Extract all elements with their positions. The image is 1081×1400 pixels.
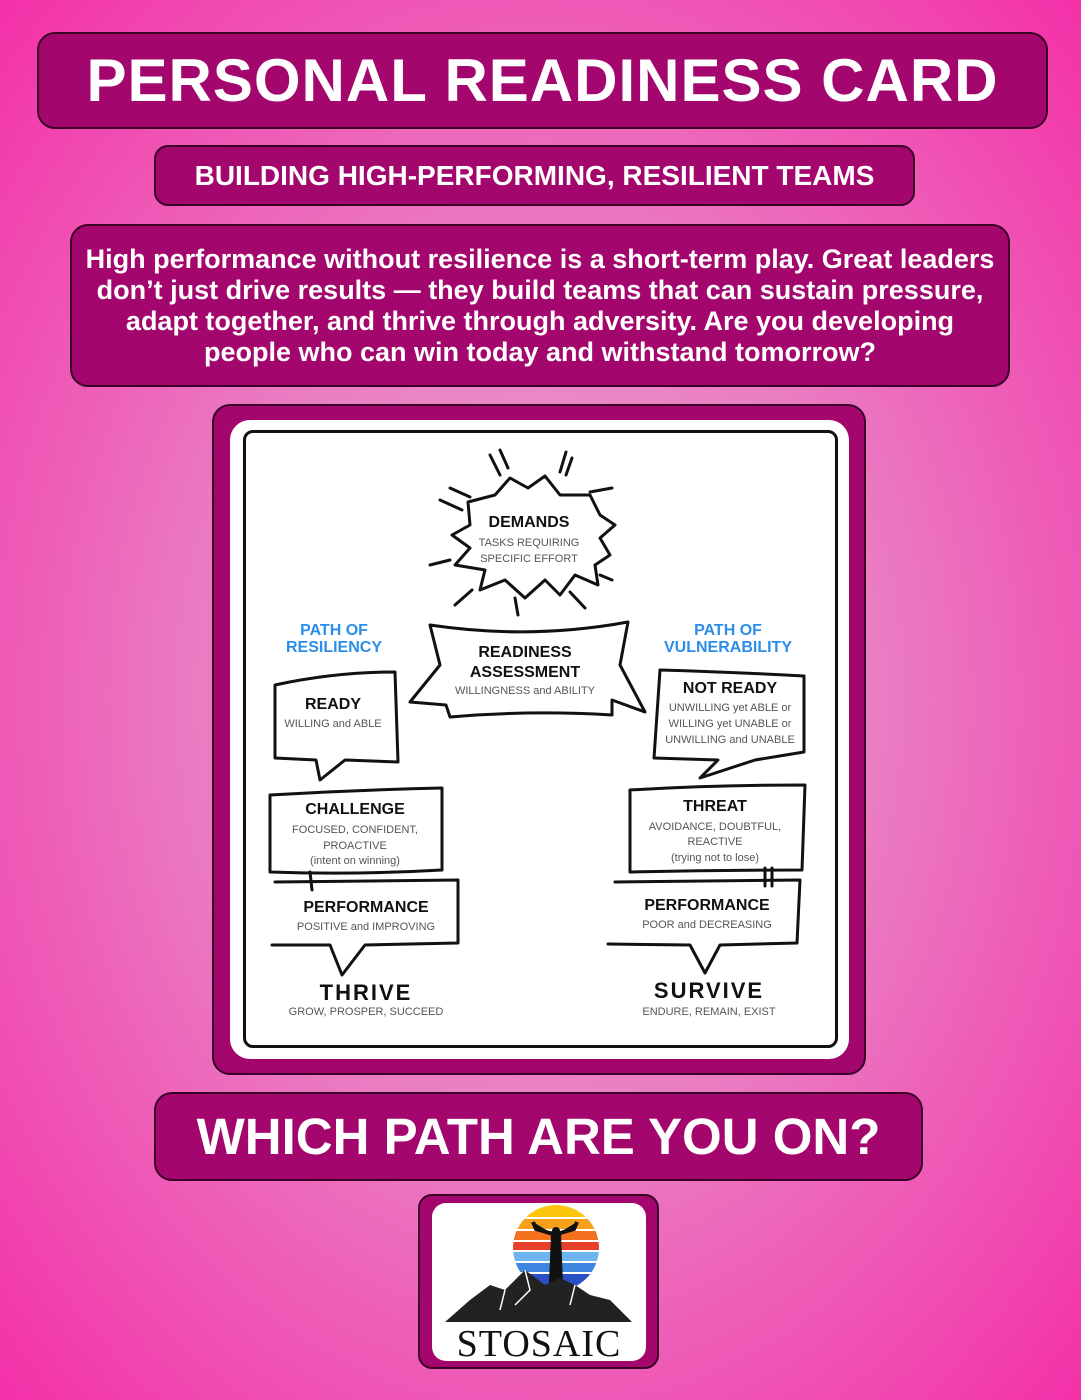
challenge-line: FOCUSED, CONFIDENT, xyxy=(292,824,418,836)
demands-starburst xyxy=(450,474,617,600)
demands-line: TASKS REQUIRING xyxy=(478,537,580,549)
survive-title: SURVIVE xyxy=(653,978,765,1003)
assessment-title-1: READINESS xyxy=(478,644,572,661)
resiliency-label-2: RESILIENCY xyxy=(285,639,383,656)
challenge-title: CHALLENGE xyxy=(305,801,405,818)
vulnerability-label-1: PATH OF xyxy=(694,622,762,639)
performance-right-sub: POOR and DECREASING xyxy=(642,919,772,931)
not-ready-line: UNWILLING and UNABLE xyxy=(665,734,795,746)
performance-right-title: PERFORMANCE xyxy=(644,897,770,914)
vulnerability-label-2: VULNERABILITY xyxy=(664,639,792,656)
assessment-title-2: ASSESSMENT xyxy=(469,664,581,681)
threat-line: REACTIVE xyxy=(687,836,743,848)
performance-left-title: PERFORMANCE xyxy=(303,899,429,916)
ready-title: READY xyxy=(304,696,362,713)
logo-wordmark: STOSAIC xyxy=(456,1323,622,1365)
page-title: PERSONAL READINESS CARD xyxy=(37,32,1048,129)
intro-paragraph: High performance without resilience is a… xyxy=(70,224,1010,387)
assessment-sub: WILLINGNESS and ABILITY xyxy=(454,685,596,697)
diagram-border xyxy=(243,430,838,1048)
starburst-rays xyxy=(428,448,614,617)
demands-title: DEMANDS xyxy=(488,514,570,531)
challenge-box xyxy=(268,786,444,875)
not-ready-title: NOT READY xyxy=(682,680,778,697)
thrive-title: THRIVE xyxy=(319,980,413,1005)
threat-line: AVOIDANCE, DOUBTFUL, xyxy=(648,821,782,833)
threat-line: (trying not to lose) xyxy=(670,852,760,864)
threat-title: THREAT xyxy=(683,798,747,815)
challenge-line: (intent on winning) xyxy=(310,855,400,867)
demands-line: SPECIFIC EFFORT xyxy=(480,553,578,565)
performance-left-sub: POSITIVE and IMPROVING xyxy=(296,921,436,933)
not-ready-bubble xyxy=(652,668,806,780)
subtitle-banner: BUILDING HIGH-PERFORMING, RESILIENT TEAM… xyxy=(154,145,915,206)
resiliency-label-1: PATH OF xyxy=(300,622,368,639)
challenge-line: PROACTIVE xyxy=(323,840,387,852)
thrive-sub: GROW, PROSPER, SUCCEED xyxy=(288,1006,444,1018)
ready-bubble xyxy=(273,670,400,782)
not-ready-line: UNWILLING yet ABLE or xyxy=(668,702,792,714)
closing-question: WHICH PATH ARE YOU ON? xyxy=(154,1092,923,1181)
threat-box xyxy=(628,783,807,874)
ready-sub: WILLING and ABLE xyxy=(284,718,382,730)
assessment-banner xyxy=(408,620,647,719)
performance-right-bubble xyxy=(606,878,802,975)
not-ready-line: WILLING yet UNABLE or xyxy=(668,718,792,730)
survive-sub: ENDURE, REMAIN, EXIST xyxy=(642,1006,776,1018)
performance-left-bubble xyxy=(270,878,460,977)
